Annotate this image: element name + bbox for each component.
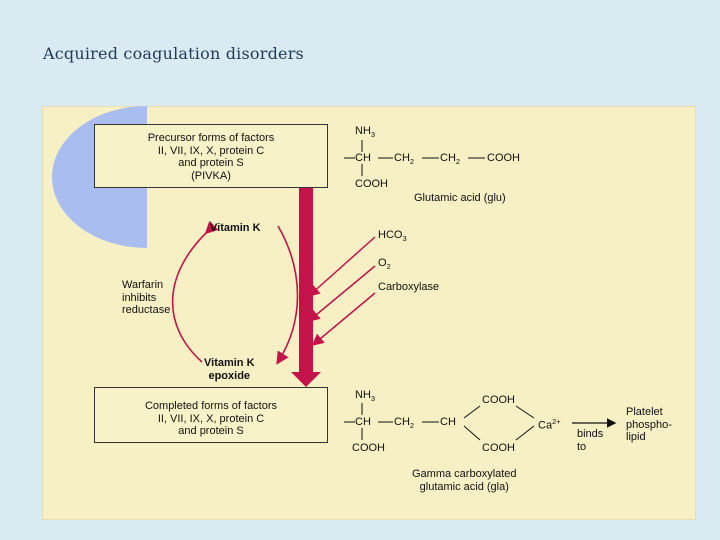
warfarin-label: Warfarin inhibits reductase: [122, 279, 170, 317]
glu-ch2-b-text: CH: [440, 152, 456, 164]
gla-cooh-left: COOH: [352, 442, 385, 454]
glu-nh3-text: NH: [355, 125, 371, 137]
epoxide-line-1: Vitamin K: [204, 357, 255, 369]
gla-cooh-bottom: COOH: [482, 442, 515, 454]
cycle-arc-left: [171, 220, 219, 363]
warfarin-line-1: Warfarin: [122, 279, 164, 291]
glu-ch2-a: CH2: [394, 152, 414, 169]
o2-label: O2: [378, 257, 391, 274]
glu-ch2-a-text: CH: [394, 152, 410, 164]
completed-factors-box: Completed forms of factors II, VII, IX, …: [94, 387, 328, 443]
coagulation-diagram: Precursor forms of factors II, VII, IX, …: [42, 106, 696, 520]
carboxylase-arrow: [311, 292, 376, 346]
gla-ch: CH: [355, 416, 371, 428]
gla-cooh-top: COOH: [482, 394, 515, 406]
glu-ch2-b-sub: 2: [455, 157, 461, 167]
gla-bond-top-ca: [515, 405, 535, 419]
hco3-text: HCO: [378, 229, 403, 241]
o2-arrow: [307, 265, 376, 322]
diagram-lines: [171, 140, 617, 441]
precursor-line-2: II, VII, IX, X, protein C: [157, 144, 265, 157]
warfarin-line-3: reductase: [122, 304, 171, 316]
gla-name: Gamma carboxylated glutamic acid (gla): [412, 468, 517, 493]
gla-calcium: Ca2+: [538, 416, 561, 432]
main-conversion-arrow: [299, 188, 313, 373]
warfarin-line-2: inhibits: [122, 291, 157, 304]
glu-cooh-end: COOH: [487, 152, 520, 164]
binds-line-1: binds: [577, 428, 604, 440]
gla-ch2-text: CH: [394, 416, 410, 428]
completed-line-3: and protein S: [178, 425, 244, 437]
precursor-factors-box: Precursor forms of factors II, VII, IX, …: [94, 124, 328, 188]
gla-nh3-sub: 3: [370, 394, 376, 404]
gla-ch: CH: [440, 416, 456, 428]
gla-bond-bottom: [463, 425, 481, 441]
gla-bond-bottom-ca: [515, 425, 535, 441]
gla-ch2: CH2: [394, 416, 414, 433]
glu-nh3: NH3: [355, 125, 375, 142]
completed-line-2: II, VII, IX, X, protein C: [157, 412, 265, 425]
binds-line-2: to: [577, 440, 587, 453]
glu-ch2-b: CH2: [440, 152, 460, 169]
precursor-line-4: (PIVKA): [191, 169, 231, 182]
glu-ch: CH: [355, 152, 371, 164]
platelet-line-1: Platelet: [626, 406, 663, 418]
epoxide-line-2: epoxide: [208, 369, 251, 382]
glu-name: Glutamic acid (glu): [414, 192, 506, 204]
glu-nh3-sub: 3: [370, 130, 376, 140]
o2-sub: 2: [386, 262, 391, 272]
hco3-label: HCO3: [378, 229, 407, 246]
glu-ch2-a-sub: 2: [409, 157, 415, 167]
gla-nh3-text: NH: [355, 389, 371, 401]
vitamin-k-epoxide-label: Vitamin K epoxide: [204, 357, 255, 382]
hco3-arrow: [307, 236, 376, 297]
glu-cooh-bottom: COOH: [355, 178, 388, 190]
gla-ca-text: Ca: [538, 419, 553, 432]
o2-text: O: [378, 257, 387, 269]
gla-name-line-1: Gamma carboxylated: [412, 468, 517, 480]
completed-line-1: Completed forms of factors: [144, 400, 278, 412]
platelet-label: Platelet phospho- lipid: [626, 406, 672, 444]
cycle-arc-right: [276, 225, 299, 365]
binds-to-label: binds to: [577, 428, 603, 453]
precursor-line-3: and protein S: [178, 157, 244, 169]
gla-nh3: NH3: [355, 389, 375, 406]
precursor-line-1: Precursor forms of factors: [147, 132, 275, 144]
gla-name-line-2: glutamic acid (gla): [419, 480, 509, 493]
main-arrow-head: [291, 372, 321, 387]
platelet-line-2: phospho-: [626, 418, 672, 431]
gla-bond-top: [463, 405, 481, 419]
vitamin-k-label: Vitamin K: [210, 222, 261, 234]
platelet-line-3: lipid: [626, 431, 646, 443]
gla-ca-sup: 2+: [552, 417, 561, 426]
gla-ch2-sub: 2: [409, 421, 415, 431]
hco3-sub: 3: [402, 234, 407, 244]
slide-title: Acquired coagulation disorders: [43, 44, 304, 63]
carboxylase-label: Carboxylase: [378, 281, 440, 293]
